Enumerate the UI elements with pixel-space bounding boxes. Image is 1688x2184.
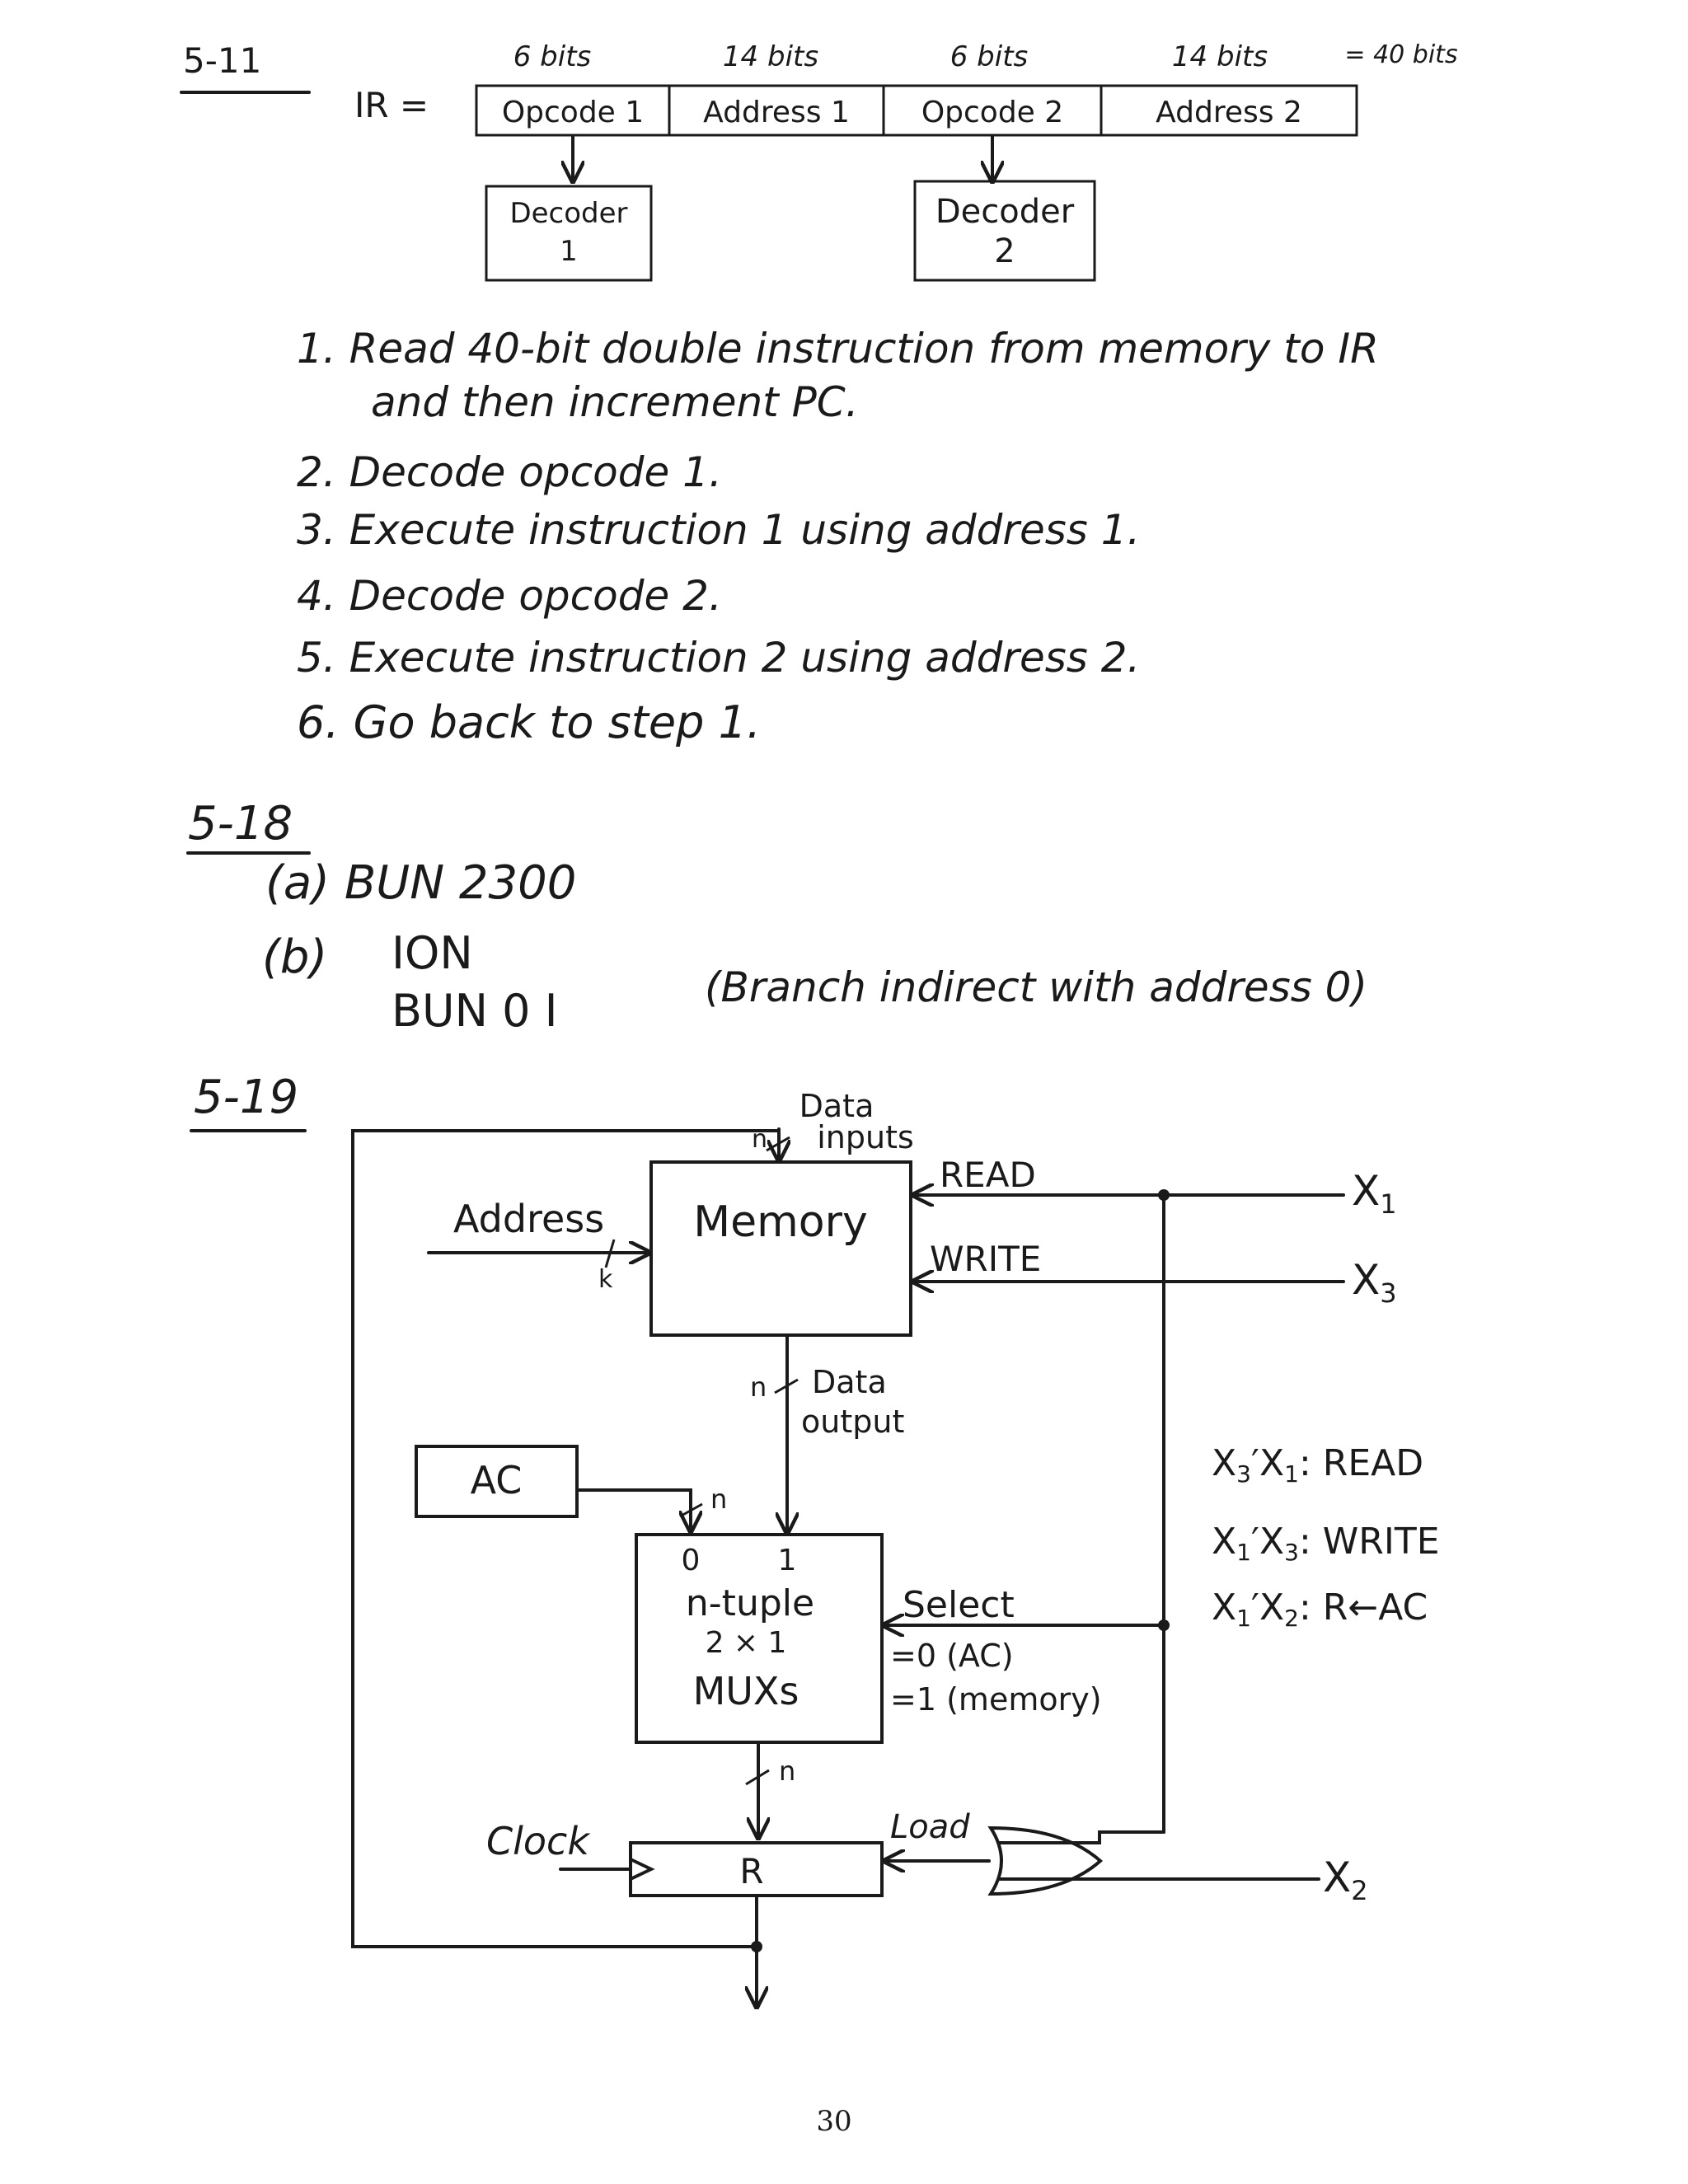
field-bits-address2: 14 bits xyxy=(1172,40,1268,73)
page-number: 30 xyxy=(816,2105,851,2138)
bus-slash xyxy=(766,1136,790,1152)
or-gate xyxy=(987,1825,1104,1896)
x1-to-or-line xyxy=(997,1830,1165,1844)
x2-label: X2 xyxy=(1323,1854,1368,1906)
decoder2-line2: 2 xyxy=(994,232,1015,270)
part-a: (a) BUN 2300 xyxy=(265,856,576,910)
ir-label: IR = xyxy=(354,85,429,125)
decoder1-box xyxy=(485,185,653,282)
load-label: Load xyxy=(890,1808,970,1846)
bus-slash xyxy=(745,1769,770,1786)
mux-line2: 2 × 1 xyxy=(706,1626,787,1660)
problem-5-11-label: 5-11 xyxy=(183,40,261,81)
mux-input-0: 0 xyxy=(682,1544,701,1577)
data-inputs-label-line2: inputs xyxy=(817,1119,914,1155)
total-bits: = 40 bits xyxy=(1344,40,1457,69)
x3-label: X3 xyxy=(1352,1256,1397,1309)
mux-box xyxy=(635,1533,884,1744)
step-2: 2. Decode opcode 1. xyxy=(297,448,722,496)
decoder1-line2: 1 xyxy=(560,235,578,268)
memory-box xyxy=(649,1160,912,1337)
step-1-cont: and then increment PC. xyxy=(371,378,859,426)
step-4: 4. Decode opcode 2. xyxy=(297,572,722,620)
address-label: Address xyxy=(453,1197,604,1241)
decoder1-line1: Decoder xyxy=(509,197,627,230)
field-address1: Address 1 xyxy=(703,96,850,129)
select-label: Select xyxy=(903,1584,1015,1626)
read-label: READ xyxy=(940,1155,1036,1195)
select-1: =1 (memory) xyxy=(890,1681,1102,1718)
problem-5-19-label: 5-19 xyxy=(194,1071,298,1124)
clock-label: Clock xyxy=(486,1819,591,1863)
write-label: WRITE xyxy=(930,1239,1041,1279)
data-output-n: n xyxy=(750,1371,767,1403)
step-5: 5. Execute instruction 2 using address 2… xyxy=(297,634,1140,682)
problem-5-18-label: 5-18 xyxy=(188,797,293,851)
ac-box xyxy=(415,1445,579,1518)
part-b-label: (b) xyxy=(262,930,327,984)
part-b-line2: BUN 0 I xyxy=(392,985,558,1037)
data-output-label-line2: output xyxy=(801,1404,904,1440)
problem-5-19: 5-19 Memory Data inputs n Address k READ… xyxy=(190,1071,1440,2007)
cond-load: X1′X2: R←AC xyxy=(1212,1586,1428,1632)
x1-label: X1 xyxy=(1352,1167,1397,1220)
ir-register-box xyxy=(475,84,1358,137)
bus-slash xyxy=(774,1378,799,1394)
mux-input-1: 1 xyxy=(778,1544,797,1577)
cond-write: X1′X3: WRITE xyxy=(1212,1521,1440,1566)
address-k: k xyxy=(598,1265,613,1294)
decoder2-box xyxy=(913,180,1096,282)
r-label: R xyxy=(739,1851,763,1891)
ac-n: n xyxy=(710,1483,727,1515)
data-inputs-label-line1: Data xyxy=(799,1088,874,1124)
decoder2-line1: Decoder xyxy=(935,193,1075,231)
step-3: 3. Execute instruction 1 using address 1… xyxy=(297,506,1140,554)
part-b-note: (Branch indirect with address 0) xyxy=(705,963,1367,1011)
cond-read: X3′X1: READ xyxy=(1212,1442,1423,1488)
field-address2: Address 2 xyxy=(1156,96,1302,129)
problem-5-18: 5-18 (a) BUN 2300 (b) ION BUN 0 I (Branc… xyxy=(186,797,1367,1037)
ac-to-mux-line xyxy=(575,1488,691,1531)
problem-5-11: 5-11 IR = 6 bits 14 bits 6 bits 14 bits … xyxy=(180,40,1458,748)
mux-line3: MUXs xyxy=(693,1669,799,1713)
step-6: 6. Go back to step 1. xyxy=(297,696,761,748)
field-bits-opcode2: 6 bits xyxy=(950,40,1029,73)
ac-label: AC xyxy=(471,1458,523,1502)
step-1: 1. Read 40-bit double instruction from m… xyxy=(297,325,1379,373)
select-0: =0 (AC) xyxy=(890,1638,1014,1674)
mux-line1: n-tuple xyxy=(686,1582,814,1624)
data-output-label-line1: Data xyxy=(812,1364,887,1400)
bus-slash xyxy=(604,1239,616,1268)
part-b-line1: ION xyxy=(392,927,473,979)
field-opcode1: Opcode 1 xyxy=(502,96,644,129)
field-bits-address1: 14 bits xyxy=(723,40,818,73)
bus-slash xyxy=(679,1502,703,1518)
feedback-loop-line xyxy=(351,1129,781,1948)
mux-n: n xyxy=(779,1755,795,1787)
field-opcode2: Opcode 2 xyxy=(921,96,1063,129)
clock-triangle xyxy=(629,1858,655,1881)
memory-label: Memory xyxy=(693,1197,867,1247)
field-bits-opcode1: 6 bits xyxy=(513,40,592,73)
